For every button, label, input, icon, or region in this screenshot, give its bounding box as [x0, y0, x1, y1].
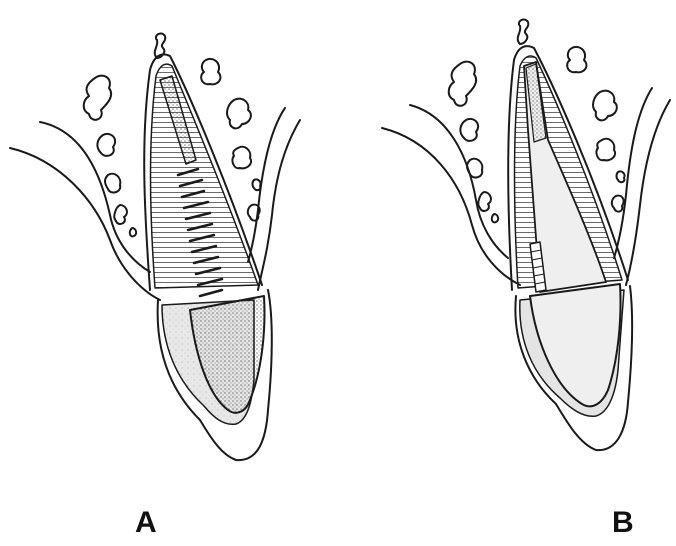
bone-inner-right-b	[614, 88, 652, 258]
panel-a-diagram	[10, 33, 300, 460]
bone-trabecula	[97, 134, 115, 156]
bone-trabecula	[567, 47, 586, 72]
gingiva-outline-right-a	[258, 120, 300, 290]
panel-label-a: A	[135, 508, 157, 538]
gingiva-outline-right-b	[626, 100, 670, 285]
bone-inner-left-b	[410, 105, 508, 258]
bone-trabecula	[130, 228, 136, 236]
bone-trabecula	[467, 159, 482, 178]
bone-trabecula	[105, 174, 120, 193]
apical-tissue-b	[518, 19, 529, 44]
core-b	[530, 284, 621, 406]
bone-trabecula	[449, 62, 476, 106]
bone-trabecula	[114, 205, 127, 224]
gingiva-outline-a	[10, 148, 160, 300]
panel-b-diagram	[382, 19, 670, 450]
bone-trabecula	[84, 76, 111, 120]
bone-trabecula	[232, 147, 251, 169]
bone-trabecula	[460, 119, 478, 141]
bone-trabecula	[596, 139, 615, 161]
bone-trabecula	[593, 91, 617, 121]
gingiva-outline-b	[382, 128, 520, 285]
bone-trabecula	[617, 171, 625, 182]
bone-trabecula	[253, 179, 261, 190]
bone-trabecula	[612, 196, 624, 212]
panel-label-b: B	[612, 508, 634, 538]
bone-trabecula	[492, 214, 498, 222]
bone-inner-left-a	[40, 122, 150, 272]
bone-trabecula	[201, 59, 220, 84]
bone-trabecula	[478, 192, 491, 211]
bone-trabecula	[227, 99, 251, 129]
